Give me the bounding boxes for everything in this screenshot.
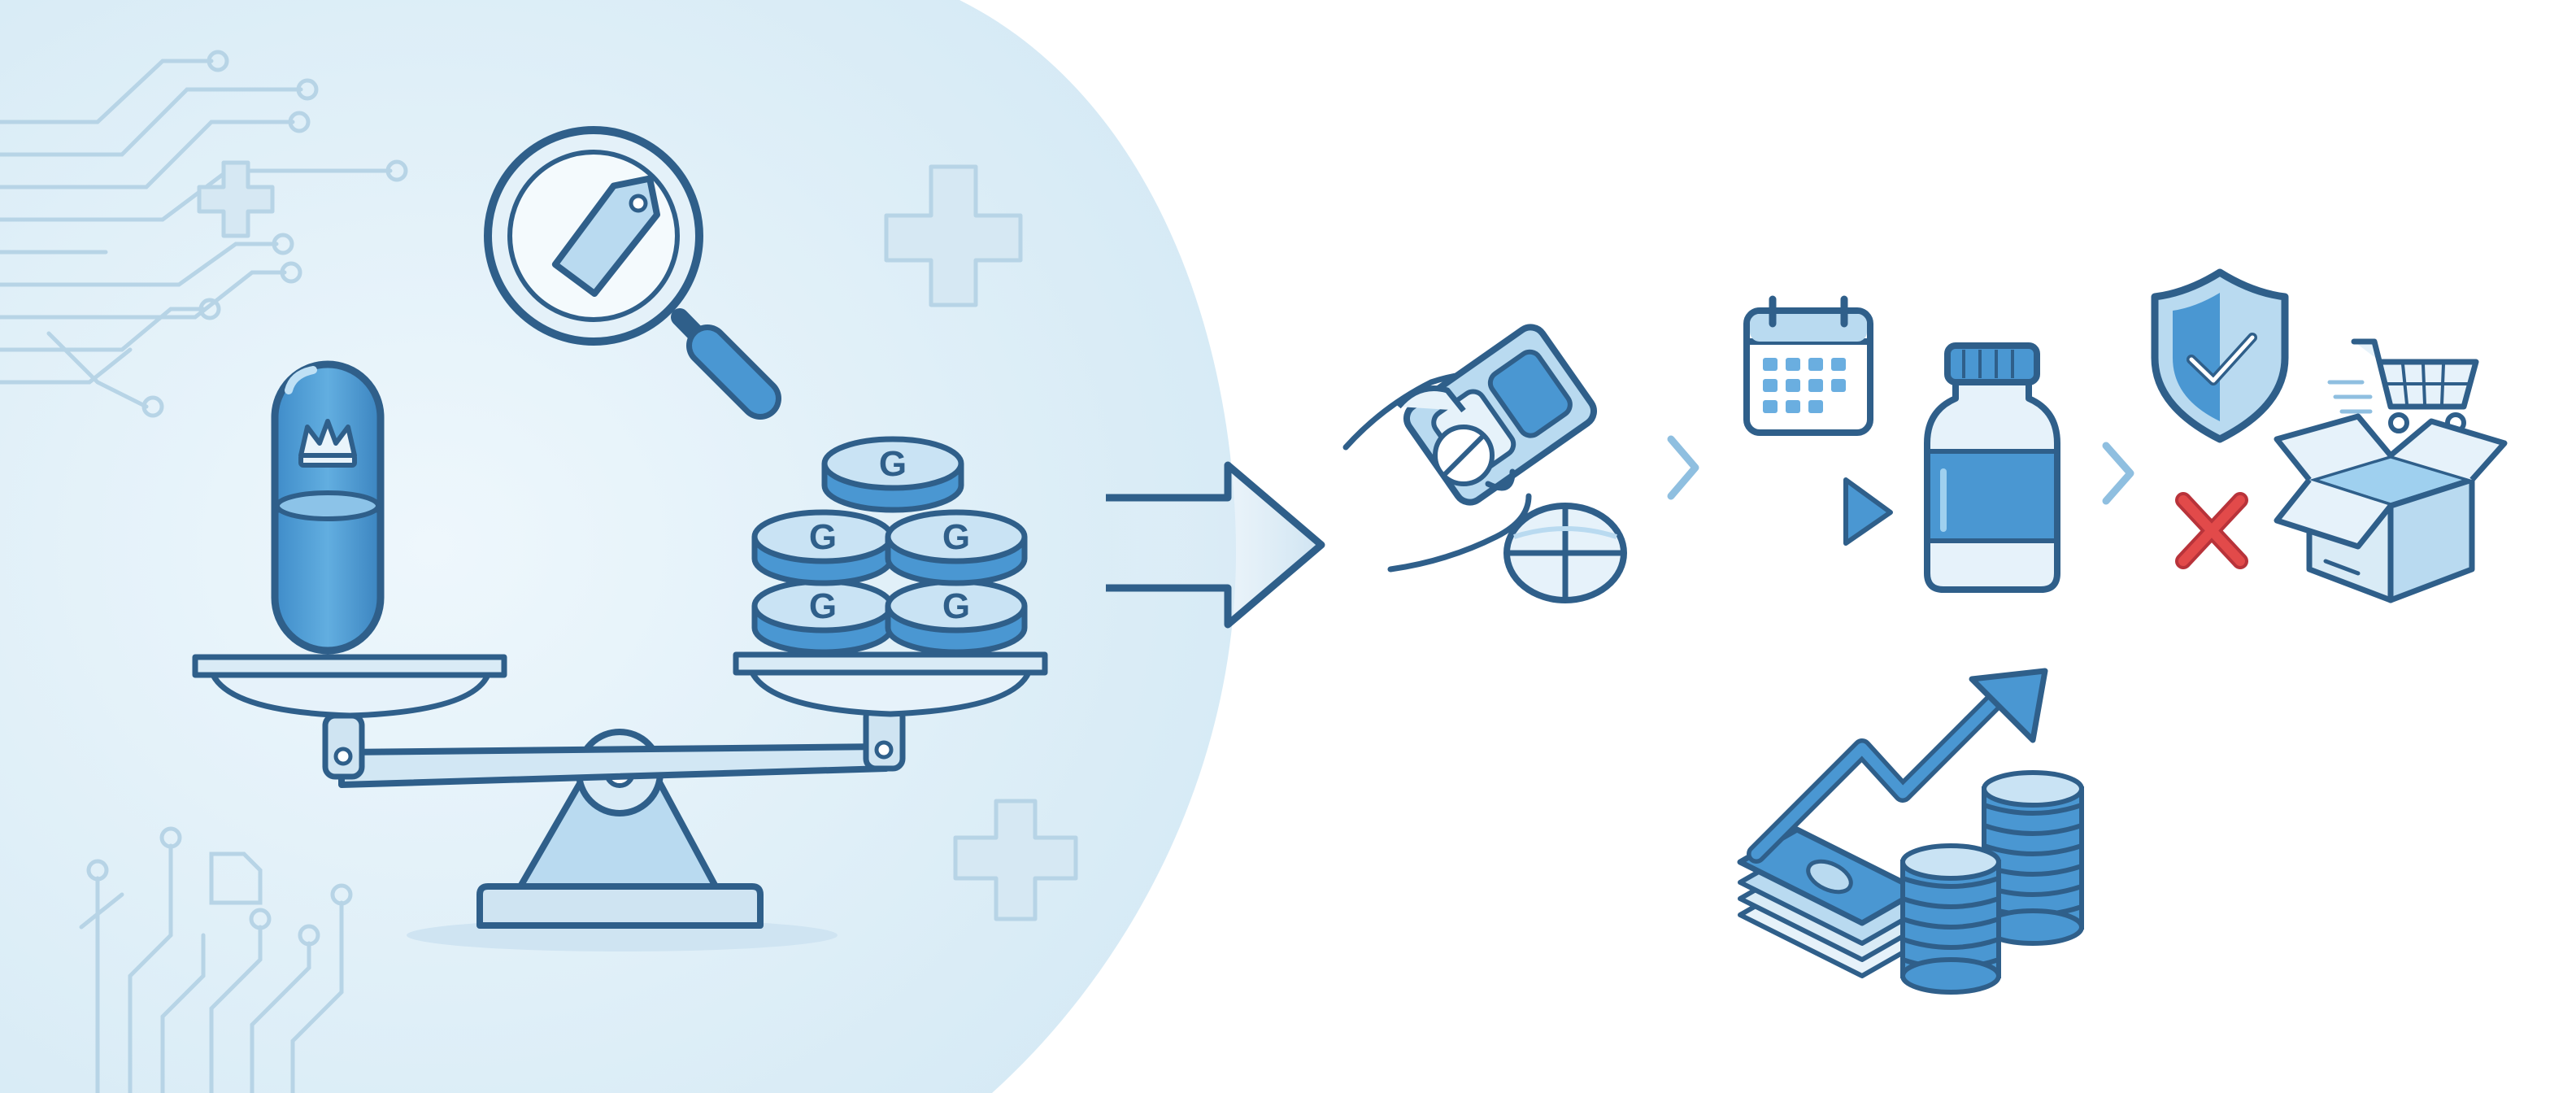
red-x-icon bbox=[2175, 492, 2248, 569]
coin-letter: G bbox=[879, 444, 907, 484]
circuit-lines-icon bbox=[79, 826, 353, 1093]
plus-cross-icon bbox=[884, 164, 1023, 307]
circuit-lines-icon bbox=[0, 50, 408, 418]
plus-cross-icon bbox=[197, 160, 275, 238]
coin-stack bbox=[1900, 843, 2001, 995]
left-panel bbox=[0, 0, 1236, 1093]
coin-letter: G bbox=[942, 586, 970, 626]
panel-background bbox=[0, 0, 1236, 1093]
hand-holding-pill-pack-icon bbox=[1342, 324, 1597, 573]
coin-letter: G bbox=[809, 586, 837, 626]
cash-bills bbox=[1737, 826, 1922, 978]
arrow-right-icon bbox=[1732, 477, 1893, 546]
magnifying-glass-price-tag-icon bbox=[484, 126, 781, 420]
balance-scale-icon bbox=[192, 651, 1048, 951]
generic-coin: G bbox=[751, 509, 894, 586]
calendar-icon bbox=[1743, 295, 1873, 436]
chevron-right-icon bbox=[1667, 435, 1699, 500]
generic-coin: G bbox=[885, 509, 1028, 586]
shopping-cart-icon bbox=[2327, 338, 2479, 433]
generic-coin-stack-icon: G G G G G bbox=[751, 436, 1028, 655]
generic-coin: G bbox=[821, 436, 964, 513]
coin-letter: G bbox=[809, 517, 837, 557]
split-tablet-icon bbox=[1503, 503, 1627, 603]
money-growth-chart-icon bbox=[1737, 668, 2084, 995]
coin-letter: G bbox=[942, 517, 970, 557]
chevron-right-icon bbox=[2102, 442, 2134, 505]
plus-cross-icon bbox=[953, 799, 1078, 921]
coin-stack bbox=[1982, 770, 2084, 946]
arrow-right-icon bbox=[1106, 461, 1325, 629]
generic-coin: G bbox=[885, 578, 1028, 655]
open-box-icon bbox=[2274, 413, 2508, 603]
shield-checkmark-icon bbox=[2151, 268, 2289, 443]
generic-coin: G bbox=[751, 578, 894, 655]
brand-capsule-with-crown-icon bbox=[271, 360, 385, 655]
medicine-bottle-icon bbox=[1924, 342, 2060, 593]
